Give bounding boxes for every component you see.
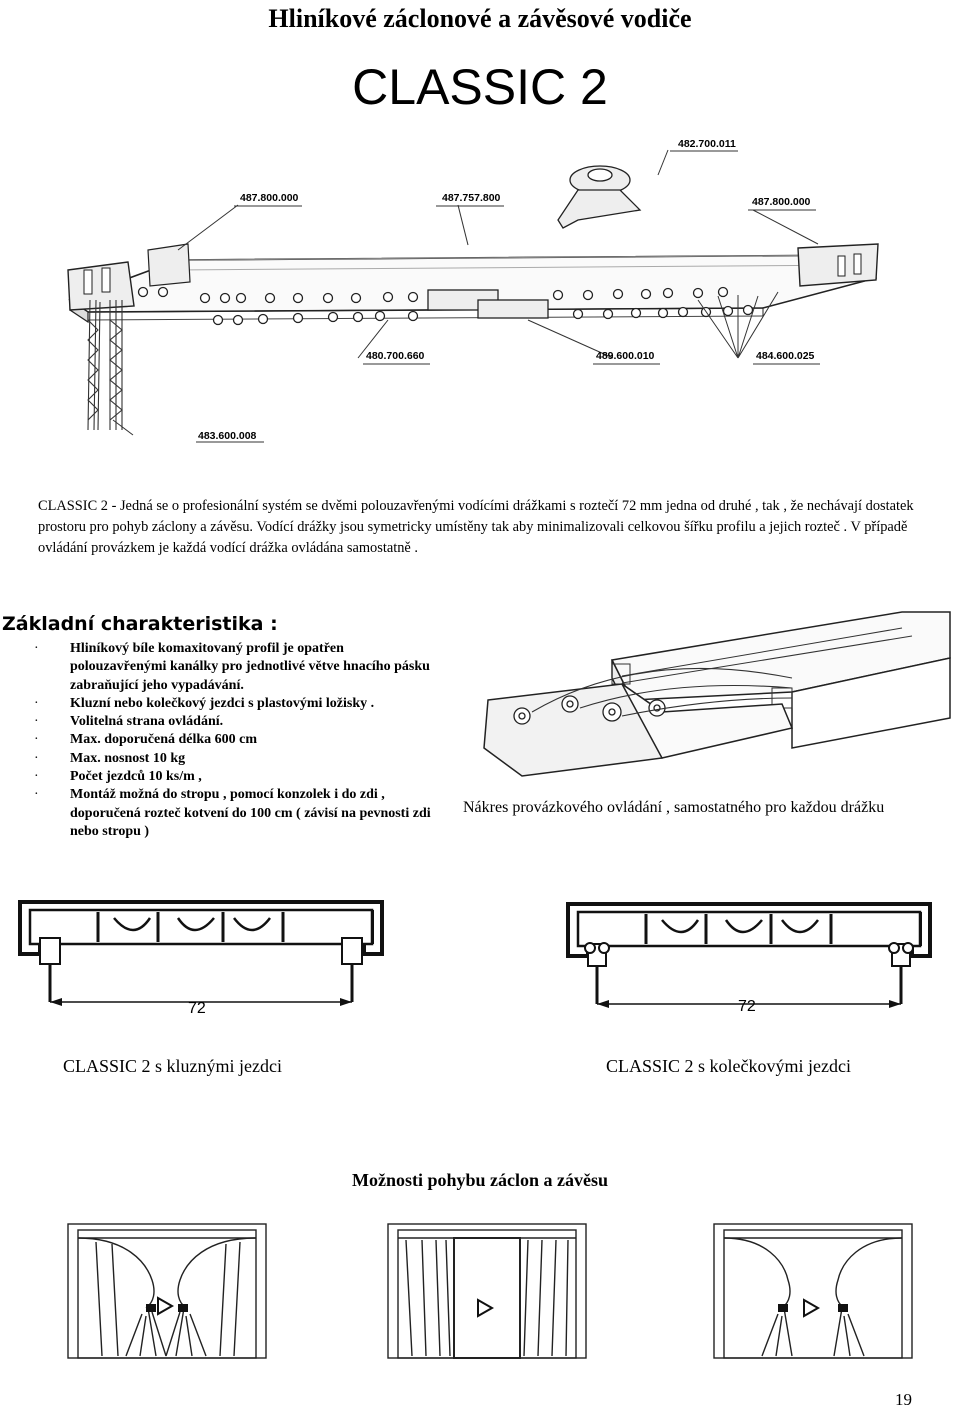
spec-item: Max. doporučená délka 600 cm (34, 731, 432, 750)
cord-control-drawing (483, 611, 951, 777)
product-name: CLASSIC 2 (352, 59, 608, 115)
profile-wheeled-caption: CLASSIC 2 s kolečkovými jezdci (606, 1056, 851, 1076)
spec-item: Hliníkový bíle komaxitovaný profil je op… (34, 640, 432, 695)
part-number-label: 487.800.000 (752, 196, 811, 208)
part-number-label: 482.700.011 (678, 138, 736, 150)
part-number-label: 487.757.800 (442, 192, 501, 204)
rail-assembly-drawing (67, 149, 879, 443)
dimension-label: 72 (738, 998, 756, 1015)
page-title: Hliníkové záclonové a závěsové vodiče (268, 4, 692, 33)
spec-item: Kluzní nebo kolečkový jezdci s plastovým… (34, 695, 432, 714)
spec-item: Montáž možná do stropu , pomocí konzolek… (34, 786, 432, 841)
part-number-label: 487.800.000 (240, 192, 299, 204)
part-number-label: 480.700.660 (366, 350, 425, 362)
curtain-options-drawing (67, 1223, 913, 1359)
specs-heading: Základní charakteristika : (2, 613, 278, 635)
profile-wheeled-drawing (566, 902, 932, 1008)
profile-sliding-drawing (18, 900, 384, 1006)
spec-item: Volitelná strana ovládání. (34, 713, 432, 732)
page-number: 19 (895, 1390, 912, 1409)
movement-heading: Možnosti pohybu záclon a závěsu (351, 1170, 609, 1190)
cord-drawing-caption: Nákres provázkového ovládání , samostatn… (463, 799, 885, 816)
part-number-label: 483.600.008 (198, 430, 257, 442)
dimension-label: 72 (188, 1000, 206, 1017)
intro-paragraph: CLASSIC 2 - Jedná se o profesionální sys… (38, 498, 914, 556)
spec-item: Počet jezdců 10 ks/m , (34, 768, 432, 787)
specs-list: Hliníkový bíle komaxitovaný profil je op… (34, 640, 432, 841)
profile-sliding-caption: CLASSIC 2 s kluznými jezdci (63, 1056, 282, 1076)
part-number-label: 489.600.010 (596, 350, 655, 362)
spec-item: Max. nosnost 10 kg (34, 750, 432, 769)
part-number-label: 484.600.025 (756, 350, 815, 362)
